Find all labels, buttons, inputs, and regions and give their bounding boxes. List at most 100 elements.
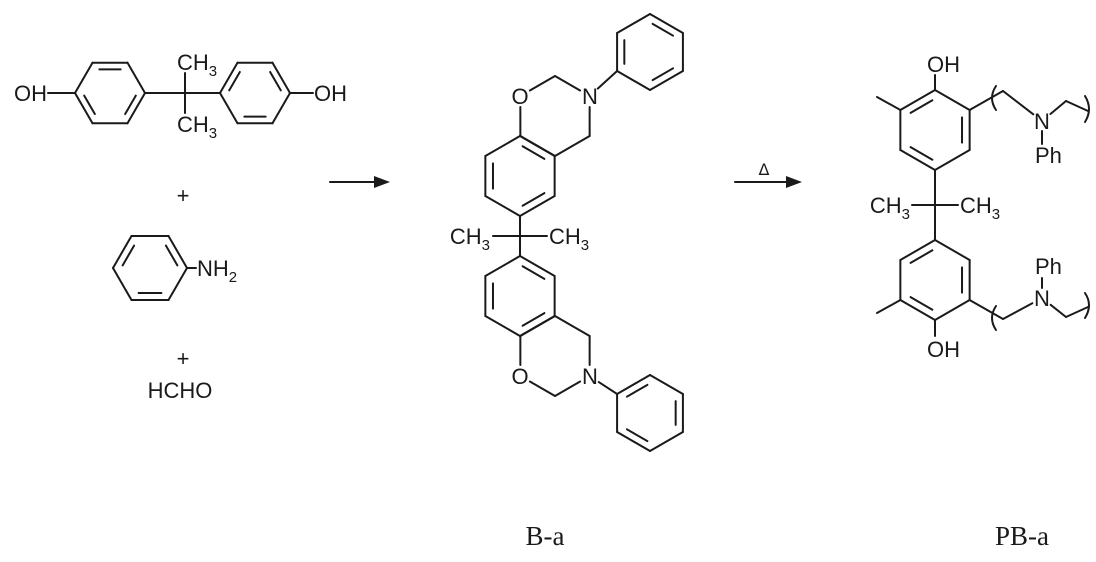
pba-hydroxyl-bottom-label: OH: [927, 337, 960, 362]
ba-bottom-phenyl-ring-double-bond: [625, 428, 649, 443]
bpa-right-benzene-ring-edge: [271, 92, 291, 125]
aniline-benzene-ring-edge: [112, 267, 133, 302]
pba-bracket-bottom-left: [991, 305, 997, 331]
polymer-caption: PB-a: [995, 521, 1049, 551]
aniline-benzene-ring-double-bond: [121, 244, 136, 267]
ba-lower-benzene-ring-edge: [519, 255, 556, 277]
ba-methyl-right-sub: 3: [581, 237, 589, 254]
bpa-left-benzene-ring: [74, 61, 146, 125]
pba-bracket-top-right: [1084, 95, 1090, 123]
pba-arm-top-bond-3: [1049, 100, 1067, 115]
pba-arm-top-bond-4: [1065, 100, 1089, 112]
bond-layer: [47, 70, 1090, 395]
pba-phenyl-top-label: Ph: [1035, 143, 1062, 168]
pba-methyl-bottom-bond: [876, 299, 902, 314]
aniline-amine-sub: 2: [229, 269, 237, 286]
heat-symbol: Δ: [759, 160, 770, 179]
pba-arm-bottom-bond-1: [968, 299, 1004, 320]
pba-upper-benzene-ring-edge: [934, 89, 971, 111]
ba-lower-oxazine-ring-edge: [554, 315, 591, 337]
ba-lower-oxazine-ring-edge: [528, 380, 556, 397]
ba-upper-oxazine-ring-edge: [554, 75, 582, 92]
aniline-benzene-ring-edge: [167, 234, 188, 269]
ba-lower-benzene-ring-edge: [484, 255, 521, 277]
bpa-left-benzene-ring-edge: [126, 61, 146, 94]
aniline-amine-main: NH: [197, 256, 229, 281]
monomer-caption: B-a: [526, 521, 565, 551]
bpa-right-benzene-ring-edge: [219, 92, 239, 125]
ba-lower-benzene-ring-double-bond: [521, 265, 546, 280]
ba-upper-benzene-ring-edge: [519, 135, 556, 157]
pba-lower-benzene-ring-edge: [899, 239, 936, 261]
ba-top-phenyl-ring-edge: [616, 70, 651, 91]
ba-upper-oxazine-ring-edge: [554, 135, 591, 157]
aniline-benzene-ring-double-bond: [164, 244, 179, 267]
pba-arm-bottom-bond-3: [1049, 303, 1067, 318]
bpa-methyl-bottom-sub: 3: [209, 125, 217, 142]
ba-upper-benzene-ring-double-bond: [521, 192, 546, 207]
plus-sign-1: +: [177, 183, 190, 208]
ba-lower-oxazine-ring: [519, 315, 591, 397]
pba-lower-benzene-ring: [899, 239, 971, 321]
bpa-left-benzene-ring-double-bond: [124, 94, 137, 116]
pba-arm-bottom-bond-2: [1002, 302, 1034, 320]
bpa-methyl-bottom-main: CH: [177, 112, 209, 137]
plus-sign-2: +: [177, 346, 190, 371]
pba-arm-bottom-bond-4: [1065, 306, 1089, 318]
pba-lower-benzene-ring-double-bond: [909, 296, 934, 311]
bpa-methyl-top-main: CH: [177, 50, 209, 75]
bisphenol-a-labels: OH CH3 CH3 OH: [14, 50, 347, 142]
ba-methyl-left-sub: 3: [482, 237, 490, 254]
pba-methyl-right-sub: 3: [992, 206, 1000, 223]
polymer-labels: OH N Ph CH3 CH3 Ph N OH PB-a: [870, 52, 1062, 551]
ba-nitrogen-bottom-label: N: [582, 364, 598, 389]
monomer-labels: O N CH3 CH3 O N B-a: [450, 84, 598, 551]
ba-top-phenyl-ring-edge: [649, 70, 684, 91]
ba-nitrogen-top-label: N: [582, 84, 598, 109]
formaldehyde-label: HCHO: [148, 378, 213, 403]
ba-lower-oxazine-ring-edge: [519, 315, 556, 337]
aniline-benzene-ring-edge: [112, 234, 133, 269]
ba-oxygen-bottom-label: O: [511, 364, 528, 389]
ba-upper-oxazine-ring-edge: [528, 75, 556, 92]
bpa-left-benzene-ring-edge: [74, 92, 94, 125]
aniline-benzene-ring-edge: [167, 267, 188, 302]
pba-arm-top-bond-1: [968, 90, 1004, 111]
ba-upper-benzene-ring: [484, 135, 556, 217]
ba-upper-benzene-ring-double-bond: [521, 145, 546, 160]
bpa-right-benzene-ring-double-bond: [269, 70, 282, 92]
ba-lower-benzene-ring-edge: [484, 315, 521, 337]
pba-bracket-top-left: [991, 85, 997, 111]
arrow-1-head: [374, 176, 390, 188]
ba-upper-benzene-ring-edge: [484, 135, 521, 157]
aniline-amine-label: NH2: [197, 256, 237, 286]
pba-methyl-left-label: CH3: [870, 193, 910, 223]
ba-bottom-phenyl-ring-edge: [649, 431, 684, 452]
ba-top-phenyl-ring-double-bond: [651, 22, 675, 37]
ba-top-phenyl-ring-edge: [649, 13, 684, 34]
ba-lower-oxazine-ring-edge: [554, 380, 582, 397]
pba-upper-benzene-ring-double-bond: [909, 146, 934, 161]
ba-n-bottom-phenyl-bond: [597, 381, 619, 395]
bpa-right-benzene-ring: [219, 61, 291, 125]
bpa-hydroxyl-right-label: OH: [314, 81, 347, 106]
ba-upper-oxazine-ring: [519, 75, 591, 157]
ba-methyl-left-main: CH: [450, 224, 482, 249]
ba-bottom-phenyl-ring: [616, 374, 684, 452]
reaction-arrow-1: [329, 176, 390, 188]
pba-upper-benzene-ring: [899, 89, 971, 171]
ba-top-phenyl-ring-edge: [616, 13, 651, 34]
ba-top-phenyl-ring: [616, 13, 684, 91]
pba-bracket-bottom-right: [1084, 292, 1090, 319]
ba-upper-benzene-ring-edge: [519, 195, 556, 217]
pba-arm-top-bond-2: [1002, 90, 1035, 116]
pba-upper-benzene-ring-edge: [899, 89, 936, 111]
ba-lower-benzene-ring-double-bond: [521, 312, 546, 327]
ba-bottom-phenyl-ring-edge: [649, 374, 684, 395]
pba-lower-benzene-ring-edge: [934, 239, 971, 261]
ba-methyl-right-label: CH3: [549, 224, 589, 254]
pba-phenyl-bottom-label: Ph: [1035, 254, 1062, 279]
pba-nitrogen-bottom-label: N: [1034, 286, 1050, 311]
pba-lower-benzene-ring-edge: [934, 299, 971, 321]
